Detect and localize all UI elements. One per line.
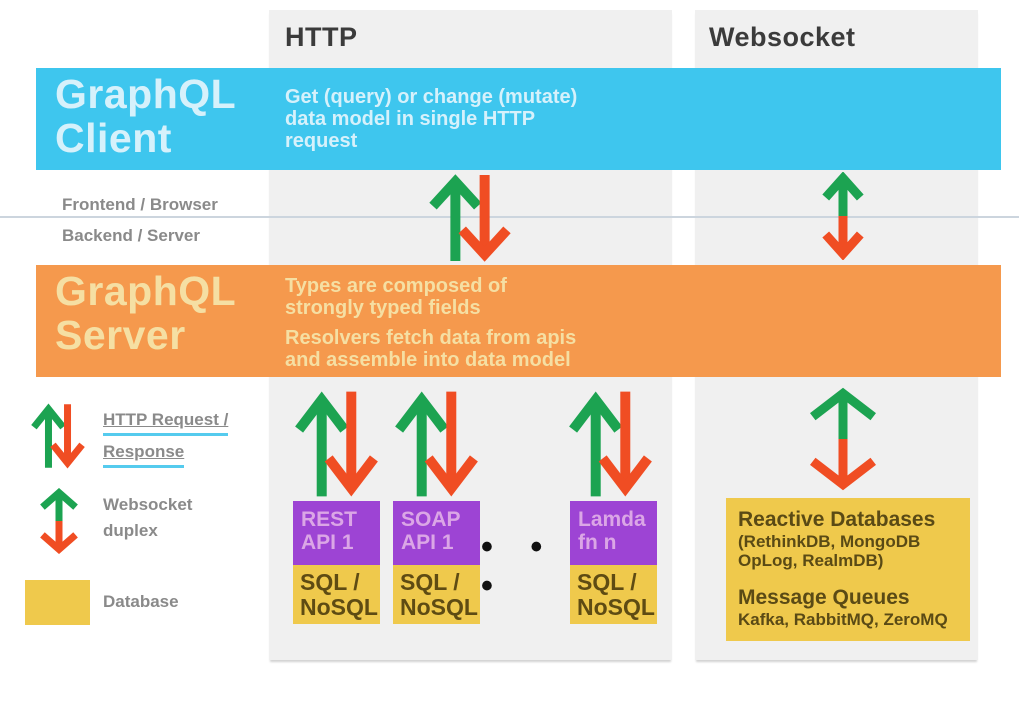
message-queues-examples: Kafka, RabbitMQ, ZeroMQ xyxy=(738,610,948,629)
lambda-fn-stack: Lamda fn n SQL / NoSQL xyxy=(570,501,657,624)
backend-server-label: Backend / Server xyxy=(62,226,200,245)
lambda-sql-line2: NoSQL xyxy=(577,594,655,620)
server-desc1-line1: Types are composed of xyxy=(285,275,507,297)
message-queues-title: Message Queues xyxy=(738,586,910,609)
client-desc-line3: request xyxy=(285,130,358,152)
server-desc1-line2: strongly typed fields xyxy=(285,297,481,319)
graphql-server-title: GraphQL Server xyxy=(55,269,236,357)
graphql-client-title: GraphQL Client xyxy=(55,72,236,160)
reactive-databases-box: Reactive Databases (RethinkDB, MongoDB O… xyxy=(726,498,970,641)
legend-ws-line1: Websocket xyxy=(103,495,193,514)
soap-api-stack: SOAP API 1 SQL / NoSQL xyxy=(393,501,480,624)
legend-database-swatch xyxy=(25,580,90,625)
client-desc-line1: Get (query) or change (mutate) xyxy=(285,86,578,108)
server-title-line2: Server xyxy=(55,312,186,358)
client-title-line2: Client xyxy=(55,115,172,161)
client-title-line1: GraphQL xyxy=(55,71,237,117)
server-desc2-line1: Resolvers fetch data from apis xyxy=(285,327,577,349)
http-request-response-arrow-rest xyxy=(293,388,380,500)
lambda-fn-box: Lamda fn n xyxy=(570,501,657,565)
http-request-response-arrow-lambda xyxy=(567,388,654,500)
lambda-sql-box: SQL / NoSQL xyxy=(570,565,657,624)
rest-api-line1: REST xyxy=(301,508,358,531)
legend-ws-line2: duplex xyxy=(103,521,158,540)
legend-http-request-response-link[interactable]: HTTP Request / Response xyxy=(103,406,229,470)
legend-http-line1[interactable]: HTTP Request / xyxy=(103,406,229,436)
legend-http-arrow-icon xyxy=(30,402,86,470)
http-request-response-arrow-client-server xyxy=(427,172,513,264)
soap-api-line2: API 1 xyxy=(401,531,454,554)
soap-sql-line2: NoSQL xyxy=(400,594,478,620)
lambda-fn-line1: Lamda xyxy=(578,508,646,531)
legend-websocket-duplex-icon xyxy=(36,488,82,554)
rest-api-line2: API 1 xyxy=(301,531,354,554)
rest-sql-line1: SQL / xyxy=(300,569,360,595)
frontend-browser-label: Frontend / Browser xyxy=(62,195,218,214)
lambda-sql-line1: SQL / xyxy=(577,569,637,595)
rest-sql-line2: NoSQL xyxy=(300,594,378,620)
frontend-backend-divider xyxy=(0,216,1019,218)
lambda-fn-line2: fn n xyxy=(578,531,617,554)
websocket-column-title: Websocket xyxy=(709,22,856,52)
graphql-server-band: GraphQL Server Types are composed of str… xyxy=(36,265,1001,377)
legend-websocket-duplex-label: Websocket duplex xyxy=(103,492,192,544)
rest-sql-box: SQL / NoSQL xyxy=(293,565,380,624)
reactive-databases-examples: (RethinkDB, MongoDB OpLog, RealmDB) xyxy=(738,532,921,570)
soap-api-box: SOAP API 1 xyxy=(393,501,480,565)
soap-api-line1: SOAP xyxy=(401,508,461,531)
websocket-duplex-arrow-client-server xyxy=(819,172,867,260)
graphql-client-description: Get (query) or change (mutate) data mode… xyxy=(285,86,577,152)
rest-api-stack: REST API 1 SQL / NoSQL xyxy=(293,501,380,624)
client-desc-line2: data model in single HTTP xyxy=(285,108,536,130)
legend-database-label: Database xyxy=(103,592,179,611)
reactive-box-spacer xyxy=(738,570,962,586)
server-title-line1: GraphQL xyxy=(55,268,237,314)
ellipsis-dots: • • • xyxy=(481,528,557,605)
http-request-response-arrow-soap xyxy=(393,388,480,500)
server-resolvers-description: Resolvers fetch data from apis and assem… xyxy=(285,327,576,371)
legend-http-line2[interactable]: Response xyxy=(103,438,185,468)
http-column-title: HTTP xyxy=(285,22,358,52)
soap-sql-box: SQL / NoSQL xyxy=(393,565,480,624)
rest-api-box: REST API 1 xyxy=(293,501,380,565)
graphql-client-band: GraphQL Client Get (query) or change (mu… xyxy=(36,68,1001,170)
websocket-duplex-arrow-reactive-db xyxy=(801,386,885,492)
server-desc2-line2: and assemble into data model xyxy=(285,349,571,371)
server-types-description: Types are composed of strongly typed fie… xyxy=(285,275,507,319)
soap-sql-line1: SQL / xyxy=(400,569,460,595)
reactive-databases-title: Reactive Databases xyxy=(738,508,936,531)
